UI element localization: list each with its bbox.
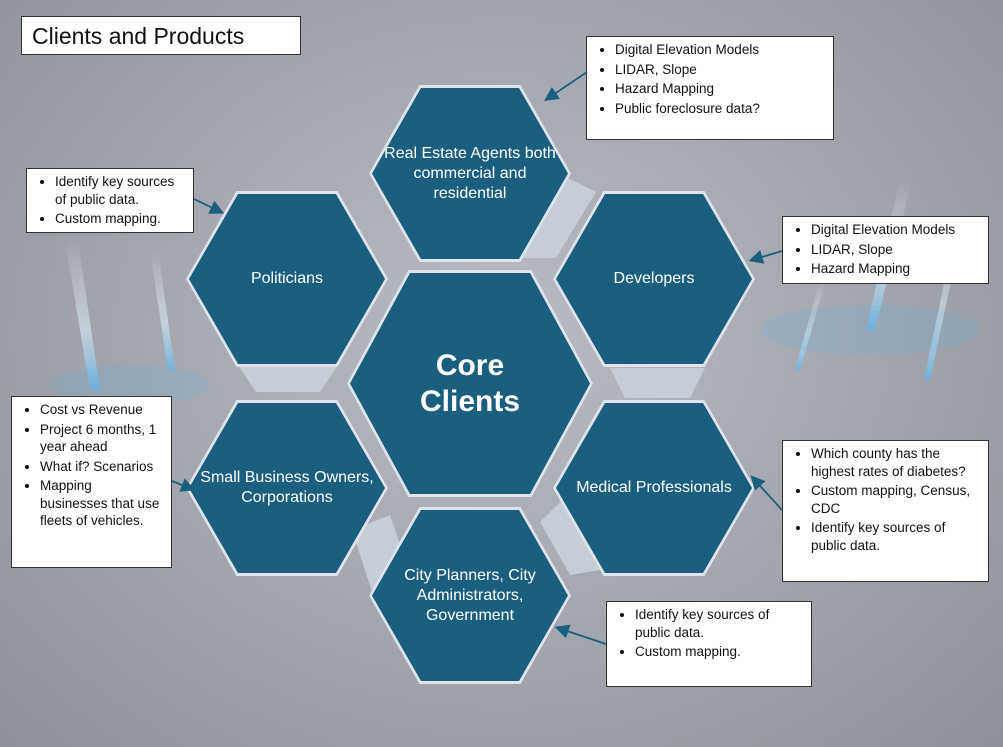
note-city-planners-list: Identify key sources of public data. Cust…: [607, 602, 811, 667]
hex-medical-label: Medical Professionals: [576, 479, 732, 496]
note-medical: Which county has the highest rates of di…: [782, 440, 989, 582]
note-bullet-item: Digital Elevation Models: [811, 221, 980, 239]
hex-real-estate-agents: Real Estate Agents both commercial and r…: [372, 88, 568, 259]
slide-title: Clients and Products: [21, 16, 301, 55]
note-real-estate: Digital Elevation Models LIDAR, SlopeHaz…: [586, 36, 834, 140]
note-city-planners: Identify key sources of public data. Cust…: [606, 601, 812, 687]
note-bullet-item: Custom mapping.: [635, 643, 803, 661]
note-bullet-item: LIDAR, Slope: [811, 241, 980, 259]
hex-developers-label: Developers: [613, 270, 695, 287]
hex-city-planners-label: City Planners, City Administrators, Gove…: [404, 566, 536, 624]
note-bullet-item: Identify key sources of public data.: [635, 606, 803, 641]
note-bullet-item: Cost vs Revenue: [40, 401, 163, 419]
hex-core-label: Core Clients: [419, 348, 521, 418]
note-bullet-item: Custom mapping.: [55, 210, 185, 228]
hex-politicians-label: Politicians: [250, 270, 324, 287]
note-medical-list: Which county has the highest rates of di…: [783, 441, 988, 560]
note-bullet-item: Digital Elevation Models: [615, 41, 825, 59]
note-politicians-list: Identify key sources of public data. Cust…: [27, 169, 193, 234]
note-bullet-item: Which county has the highest rates of di…: [811, 445, 980, 480]
note-developers-list: Digital Elevation Models LIDAR, SlopeHaz…: [783, 217, 988, 284]
note-bullet-item: Identify key sources of public data.: [811, 519, 980, 554]
hex-real-estate-label: Real Estate Agents both commercial and r…: [384, 144, 556, 202]
hex-developers: Developers: [556, 194, 752, 364]
note-bullet-item: Project 6 months, 1 year ahead: [40, 421, 163, 456]
note-bullet-item: Hazard Mapping: [615, 80, 825, 98]
note-bullet-item: Identify key sources of public data.: [55, 173, 185, 208]
note-bullet-item: Public foreclosure data?: [615, 100, 825, 118]
note-bullet-item: Hazard Mapping: [811, 260, 980, 278]
note-politicians: Identify key sources of public data. Cust…: [26, 168, 194, 233]
note-bullet-item: What if? Scenarios: [40, 458, 163, 476]
note-small-business-list: Cost vs RevenueProject 6 months, 1 year …: [12, 397, 171, 536]
note-bullet-item: Custom mapping, Census, CDC: [811, 482, 980, 517]
note-small-business: Cost vs RevenueProject 6 months, 1 year …: [11, 396, 172, 568]
hex-core-clients: Core Clients: [350, 273, 590, 494]
note-bullet-item: Mapping businesses that use fleets of ve…: [40, 477, 163, 530]
note-bullet-item: LIDAR, Slope: [615, 61, 825, 79]
hex-medical-professionals: Medical Professionals: [556, 403, 752, 573]
note-real-estate-list: Digital Elevation Models LIDAR, SlopeHaz…: [587, 37, 833, 123]
note-developers: Digital Elevation Models LIDAR, SlopeHaz…: [782, 216, 989, 284]
hex-small-business-label: Small Business Owners, Corporations: [200, 469, 374, 506]
